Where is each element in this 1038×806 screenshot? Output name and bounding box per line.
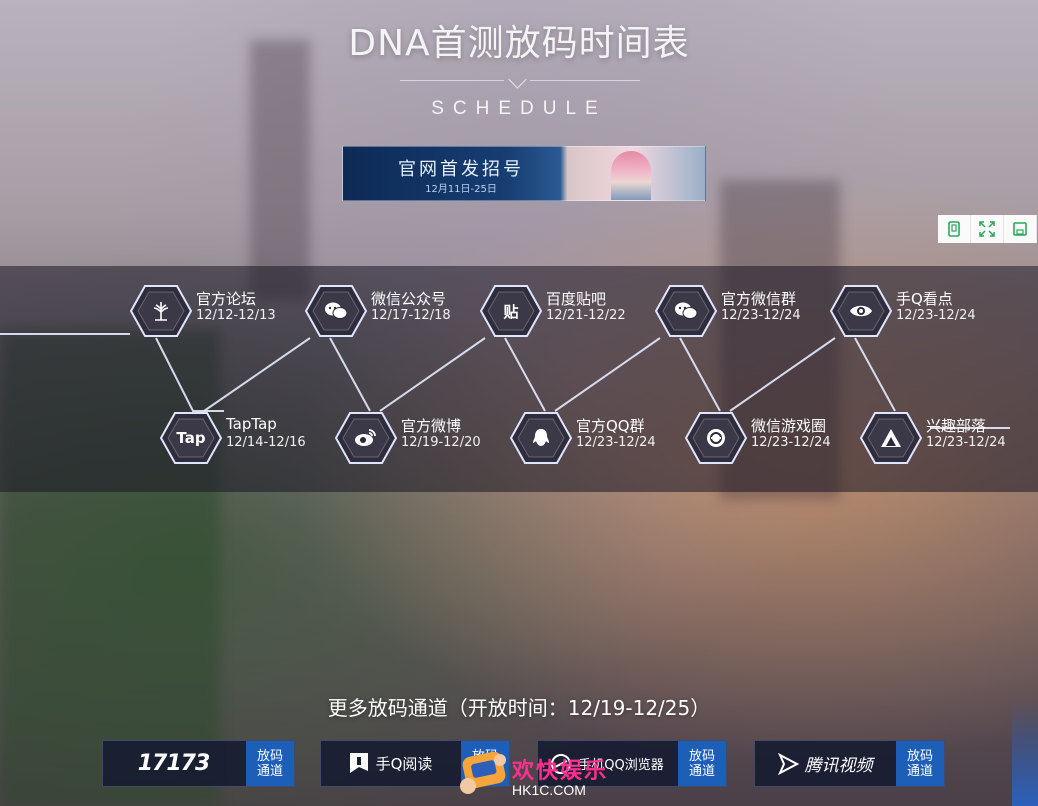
cta-line1: 放码 (256, 748, 283, 764)
cta-line1: 放码 (688, 748, 715, 764)
tribe-icon (860, 411, 922, 465)
timeline-node-name: 官方微博 (401, 417, 462, 435)
timeline-node-name: TapTap (226, 415, 277, 433)
page-title: DNA首测放码时间表 (348, 23, 690, 64)
channel-tencent-video[interactable]: 腾讯视频 放码 通道 (754, 740, 945, 787)
timeline-node-name: 手Q看点 (896, 290, 953, 308)
timeline-node-date: 12/23-12/24 (721, 308, 801, 323)
cta-line2: 通道 (688, 763, 715, 779)
watermark-url: HK1C.COM (512, 782, 586, 798)
timeline-node-name: 百度贴吧 (546, 290, 607, 308)
phone-icon[interactable] (938, 215, 971, 243)
channel-name: 17173 (137, 751, 211, 776)
banner-character-image (611, 151, 651, 200)
hexagon-frame (480, 285, 542, 337)
cta-line2: 通道 (256, 763, 283, 779)
timeline-node-name: 微信公众号 (371, 290, 447, 308)
cta-line2: 通道 (906, 763, 933, 779)
save-icon[interactable] (1004, 215, 1037, 243)
title-divider-left (400, 80, 504, 81)
channel-cta-button[interactable]: 放码 通道 (246, 741, 294, 786)
timeline-node-date: 12/23-12/24 (926, 435, 1006, 450)
eye-icon (830, 284, 892, 338)
timeline-node-date: 12/14-12/16 (226, 435, 306, 450)
channel-logo-area: 手机QQ浏览器 (538, 741, 676, 786)
channel-name: 腾讯视频 (804, 756, 873, 776)
channel-name: 手Q阅读 (375, 755, 433, 773)
banner-title: 官网首发招号 (398, 159, 524, 180)
cta-line1: 放码 (906, 748, 933, 764)
channel-logo-area: 手Q阅读 (321, 741, 459, 786)
corner-decoration (1012, 700, 1038, 806)
timeline-node-date: 12/21-12/22 (546, 308, 626, 323)
channel-17173[interactable]: 17173 放码 通道 (102, 740, 295, 787)
hexagon-frame (160, 412, 222, 464)
timeline-node-name: 官方微信群 (721, 290, 797, 308)
channel-logo-area: 17173 (103, 741, 244, 786)
timeline-node-name: 兴趣部落 (926, 417, 987, 435)
tieba-icon: 贴 (503, 302, 519, 321)
forum-tree-icon (130, 284, 192, 338)
background-tower-left (250, 40, 310, 300)
more-channels-label: 更多放码通道（开放时间：12/19-12/25） (327, 696, 711, 720)
channel-qq-browser[interactable]: 手机QQ浏览器 放码 通道 (537, 740, 727, 787)
channel-name: 手机QQ浏览器 (578, 758, 664, 773)
official-signup-banner[interactable]: 官网首发招号 12月11日-25日 (342, 146, 706, 201)
wechat-icon (305, 284, 367, 338)
wechat-icon (655, 284, 717, 338)
watermark-text: 欢快娱乐 (512, 759, 609, 784)
banner-date: 12月11日-25日 (425, 184, 497, 195)
tencent-video-icon (777, 752, 799, 775)
page-tools (938, 215, 1037, 243)
weibo-icon (335, 411, 397, 465)
qq-icon (510, 411, 572, 465)
timeline-node-name: 微信游戏圈 (751, 417, 827, 435)
channel-cta-button[interactable]: 放码 通道 (678, 741, 726, 786)
timeline-node-name: 官方论坛 (196, 290, 257, 308)
watermark-gamepad-icon (460, 751, 506, 794)
timeline-node-date: 12/23-12/24 (576, 435, 656, 450)
title-divider-right (530, 80, 640, 81)
book-icon (349, 752, 368, 773)
fullscreen-icon[interactable] (971, 215, 1004, 243)
timeline-node-date: 12/23-12/24 (896, 308, 976, 323)
timeline-node-date: 12/23-12/24 (751, 435, 831, 450)
timeline-node-name: 官方QQ群 (576, 417, 645, 435)
timeline-node-date: 12/17-12/18 (371, 308, 451, 323)
taptap-icon: Tap (176, 429, 206, 447)
channel-cta-button[interactable]: 放码 通道 (896, 741, 944, 786)
timeline-node-date: 12/19-12/20 (401, 435, 481, 450)
channel-logo-area: 腾讯视频 (755, 741, 894, 786)
timeline-node-date: 12/12-12/13 (196, 308, 276, 323)
page-subtitle: SCHEDULE (431, 98, 607, 119)
wechat-game-icon (685, 411, 747, 465)
qq-browser-icon (551, 753, 572, 774)
